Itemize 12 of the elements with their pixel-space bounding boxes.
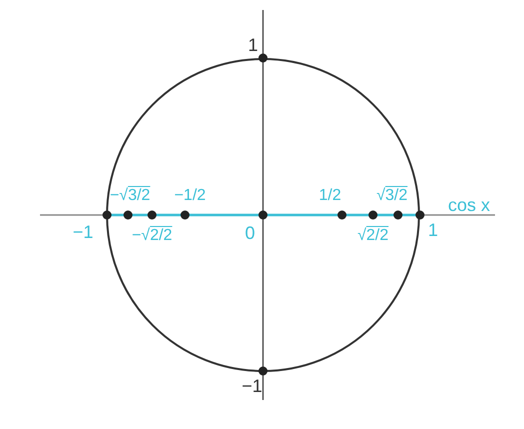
value-label: −√3/2 — [110, 188, 150, 204]
value-label: √2/2 — [357, 228, 389, 244]
tick-label: 0 — [245, 224, 255, 242]
value-label: −√2/2 — [132, 228, 172, 244]
tick-label: −1 — [242, 377, 262, 395]
value-label: −1/2 — [174, 188, 206, 204]
tick-label: 1 — [428, 221, 438, 239]
value-label: 1/2 — [318, 188, 342, 204]
value-label: √3/2 — [376, 188, 408, 204]
tick-label: 1 — [248, 36, 258, 54]
axis-title: cos x — [448, 196, 490, 214]
tick-label: −1 — [72, 223, 94, 241]
